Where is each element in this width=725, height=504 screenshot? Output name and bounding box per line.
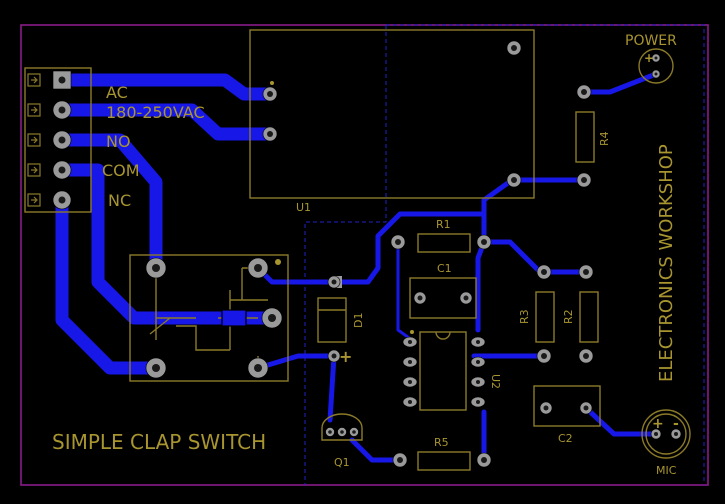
trace-ac1 — [55, 73, 277, 101]
r4-resistor — [575, 84, 595, 188]
mic-minus-sign: - — [673, 416, 679, 432]
c1-label: C1 — [437, 262, 452, 275]
relay — [129, 254, 289, 382]
trace-r1-u2b — [396, 240, 414, 342]
trace-d1-q1 — [327, 353, 337, 423]
trace-ac2 — [55, 103, 277, 141]
c2-capacitor — [533, 385, 601, 427]
mic-plus-sign: + — [652, 416, 664, 432]
u2-ic — [402, 330, 486, 411]
trace-relay-d1 — [255, 265, 337, 285]
trace-com — [55, 163, 279, 325]
trace-q1-r5 — [349, 437, 403, 463]
r3-label: R3 — [518, 309, 531, 324]
power-led — [638, 48, 674, 84]
trace-r1-u2 — [475, 211, 487, 333]
q1-transistor — [321, 413, 363, 441]
d1-diode — [317, 275, 347, 363]
r2-label: R2 — [562, 309, 575, 324]
trace-r4-led — [581, 71, 659, 95]
keepout-area — [304, 25, 387, 485]
trace-relay-d1b — [255, 353, 337, 371]
connector-label-voltage: 180-250VAC — [106, 103, 205, 122]
r4-label: R4 — [598, 131, 611, 146]
r1-label: R1 — [436, 218, 451, 231]
connector-label-ac: AC — [106, 83, 128, 102]
board-side-label: ELECTRONICS WORKSHOP — [656, 144, 677, 382]
r2-resistor — [578, 264, 599, 364]
r1-resistor — [390, 233, 492, 253]
connector-label-no: NO — [106, 132, 131, 151]
r5-resistor — [392, 451, 492, 471]
q1-label: Q1 — [334, 456, 350, 469]
r3-resistor — [535, 264, 555, 364]
trace-d1-u1 — [331, 177, 587, 285]
keepout-edge — [386, 24, 705, 485]
d1-plus-sign: + — [339, 347, 352, 366]
microphone — [641, 409, 691, 459]
board-outline — [20, 24, 709, 486]
board-title: SIMPLE CLAP SWITCH — [52, 430, 266, 454]
u1-label: U1 — [296, 201, 311, 214]
u2-label: U2 — [489, 374, 502, 389]
trace-r1-r2 — [481, 239, 589, 275]
connector-label-nc: NC — [108, 191, 131, 210]
mic-label: MIC — [656, 464, 677, 477]
u1-transformer — [249, 29, 535, 199]
ac-connector — [24, 67, 92, 213]
power-label: POWER — [625, 33, 677, 49]
power-plus-sign: + — [644, 51, 654, 65]
c1-capacitor — [409, 277, 477, 319]
trace-nc — [55, 193, 163, 375]
d1-label: D1 — [352, 313, 365, 328]
r5-label: R5 — [434, 436, 449, 449]
c2-label: C2 — [558, 432, 573, 445]
connector-label-com: COM — [102, 161, 140, 180]
